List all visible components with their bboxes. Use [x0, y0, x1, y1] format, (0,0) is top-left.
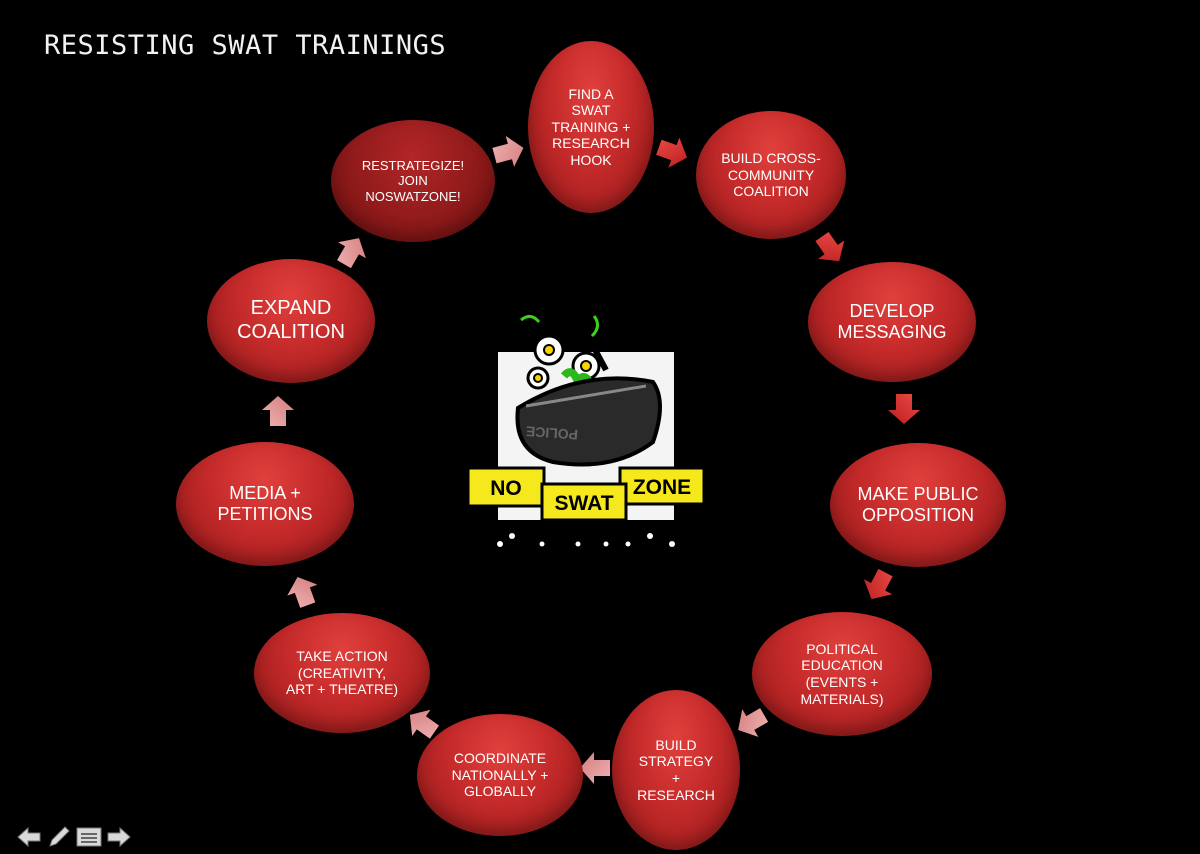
- node-develop-messaging[interactable]: DEVELOP MESSAGING: [808, 262, 976, 382]
- arrow-right-icon[interactable]: [106, 824, 132, 850]
- arrow-6: [580, 752, 610, 784]
- node-coordinate-nationally[interactable]: COORDINATE NATIONALLY + GLOBALLY: [417, 714, 583, 836]
- node-restrategize[interactable]: RESTRATEGIZE! JOIN NOSWATZONE!: [331, 120, 495, 242]
- banner-no: NO: [466, 466, 546, 508]
- node-label: COORDINATE NATIONALLY + GLOBALLY: [451, 750, 549, 800]
- node-build-strategy[interactable]: BUILD STRATEGY + RESEARCH: [612, 690, 740, 850]
- logo-word-zone: ZONE: [633, 476, 691, 499]
- slides-icon[interactable]: [76, 824, 102, 850]
- node-label: DEVELOP MESSAGING: [837, 300, 947, 342]
- node-make-public-opposition[interactable]: MAKE PUBLIC OPPOSITION: [830, 443, 1006, 567]
- node-label: BUILD STRATEGY + RESEARCH: [637, 736, 715, 803]
- node-political-education[interactable]: POLITICAL EDUCATION (EVENTS + MATERIALS): [752, 612, 932, 736]
- no-swat-zone-logo: POLICE NO ZONE SWAT: [466, 310, 706, 555]
- arrow-11: [492, 136, 524, 167]
- arrow-2: [815, 231, 845, 262]
- node-label: EXPAND COALITION: [237, 297, 345, 343]
- node-label: TAKE ACTION (CREATIVITY, ART + THEATRE): [285, 648, 399, 698]
- node-label: RESTRATEGIZE! JOIN NOSWATZONE!: [361, 158, 465, 204]
- node-label: MEDIA + PETITIONS: [217, 482, 313, 524]
- node-build-coalition[interactable]: BUILD CROSS- COMMUNITY COALITION: [696, 111, 846, 239]
- node-label: MAKE PUBLIC OPPOSITION: [857, 483, 979, 525]
- arrow-3: [888, 394, 920, 424]
- arrow-4: [863, 568, 893, 600]
- node-media-petitions[interactable]: MEDIA + PETITIONS: [176, 442, 354, 566]
- arrow-1: [656, 137, 688, 168]
- logo-word-swat: SWAT: [554, 492, 613, 515]
- arrow-9: [262, 396, 294, 426]
- pen-icon[interactable]: [46, 824, 72, 850]
- helmet-label: POLICE: [525, 423, 578, 443]
- node-label: POLITICAL EDUCATION (EVENTS + MATERIALS): [800, 640, 884, 707]
- banner-swat: SWAT: [540, 482, 628, 522]
- node-label: FIND A SWAT TRAINING + RESEARCH HOOK: [551, 85, 631, 168]
- node-find-swat-training[interactable]: FIND A SWAT TRAINING + RESEARCH HOOK: [528, 41, 654, 213]
- presentation-toolbar: [16, 824, 132, 850]
- arrow-8: [287, 576, 318, 608]
- node-take-action[interactable]: TAKE ACTION (CREATIVITY, ART + THEATRE): [254, 613, 430, 733]
- logo-word-no: NO: [490, 477, 522, 500]
- helmet-icon: POLICE: [515, 316, 662, 467]
- arrow-10: [337, 238, 366, 269]
- banner-zone: ZONE: [618, 466, 706, 506]
- node-label: BUILD CROSS- COMMUNITY COALITION: [721, 150, 821, 200]
- slide-title: RESISTING SWAT TRAININGS: [44, 30, 447, 61]
- node-expand-coalition[interactable]: EXPAND COALITION: [207, 259, 375, 383]
- arrow-left-icon[interactable]: [16, 824, 42, 850]
